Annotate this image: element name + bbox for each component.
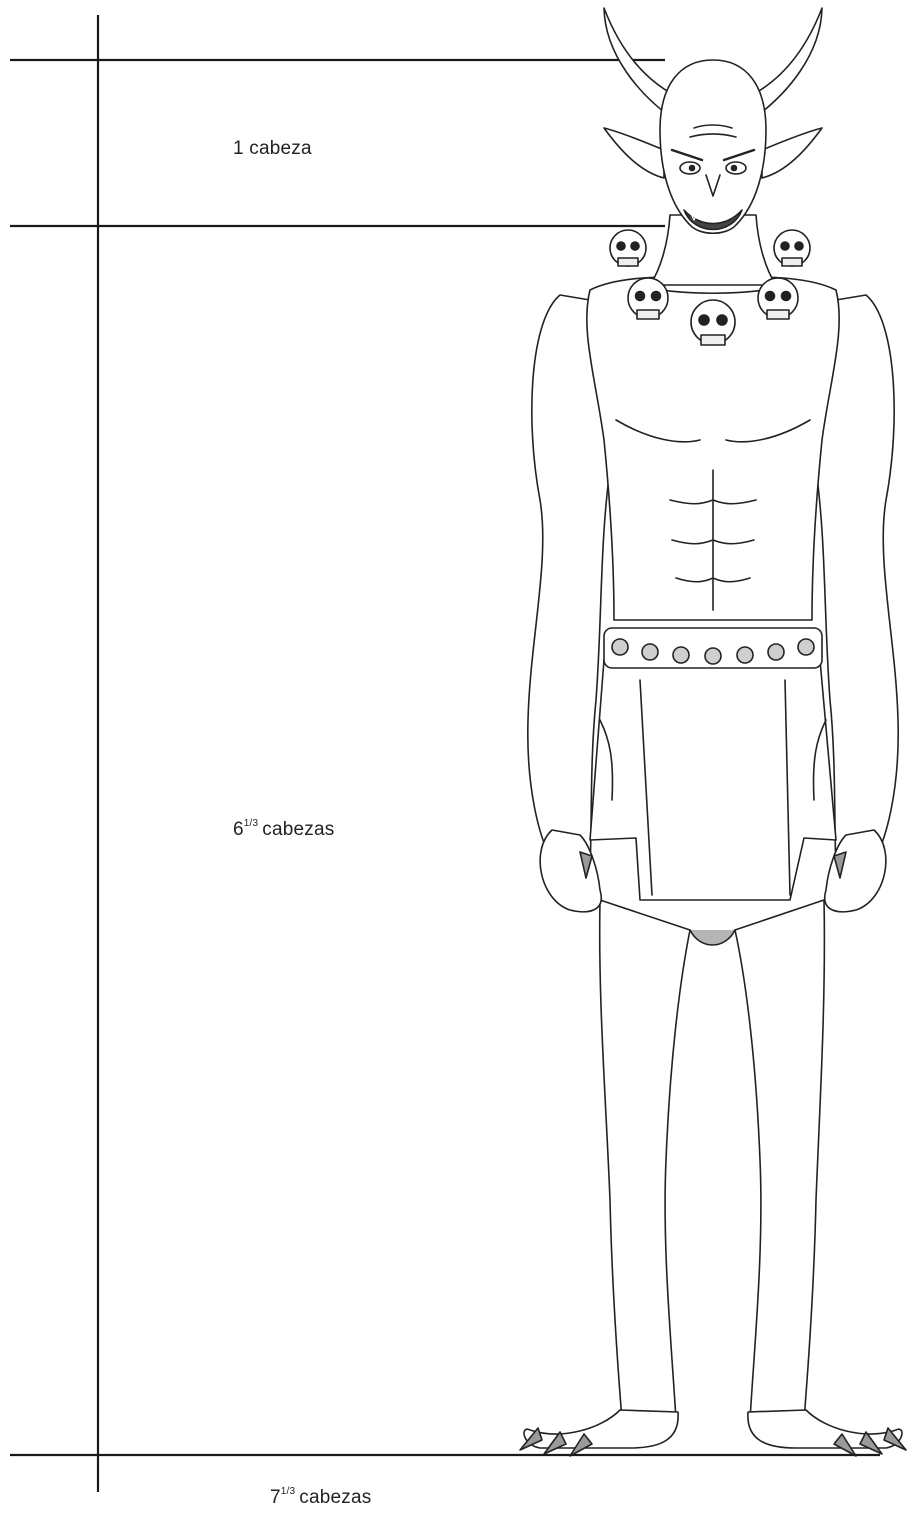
body-label-unit: cabezas: [262, 819, 334, 840]
head-proportion-label: 1 cabeza: [233, 138, 312, 160]
skull-icon: [691, 300, 735, 345]
legs: [600, 900, 825, 1420]
body-label-fraction: 1/3: [244, 818, 259, 829]
body-label-whole: 6: [233, 819, 244, 840]
belt: [604, 628, 822, 668]
left-foot: [520, 1410, 678, 1456]
skull-icon: [774, 230, 810, 266]
head: [660, 60, 766, 233]
total-label-whole: 7: [270, 1487, 281, 1508]
skull-icon: [758, 278, 798, 319]
head-label-text: 1 cabeza: [233, 138, 312, 159]
right-foot: [748, 1410, 906, 1456]
skull-icon: [628, 278, 668, 319]
total-label-fraction: 1/3: [281, 1486, 296, 1497]
loincloth: [590, 660, 836, 900]
total-label-unit: cabezas: [299, 1487, 371, 1508]
skull-icon: [610, 230, 646, 266]
